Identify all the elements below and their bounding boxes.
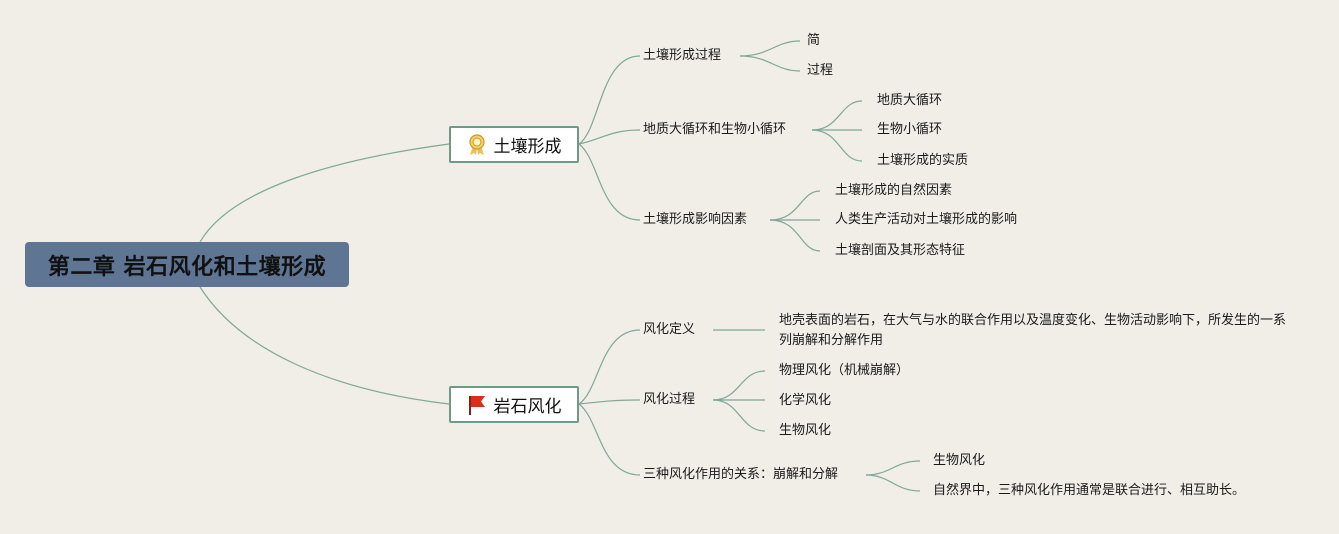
leaf-item[interactable]: 生物风化 [779,423,832,438]
topic-weathering-process[interactable]: 风化过程 [643,392,696,407]
topic-weathering-relation[interactable]: 三种风化作用的关系：崩解和分解 [643,467,839,482]
connector-rock-t1 [578,329,641,405]
connector-rock-t2 [578,399,641,405]
red-flag-icon [467,394,487,416]
root-label: 第二章 岩石风化和土壤形成 [47,254,327,280]
connector-soil-t3 [578,143,641,221]
topic-soil-factors[interactable]: 土壤形成影响因素 [643,212,748,227]
leaf-item[interactable]: 物理风化（机械崩解） [779,363,910,378]
branch-soil-formation[interactable]: 土壤形成 [449,126,579,163]
leaf-item[interactable]: 地壳表面的岩石，在大气与水的联合作用以及温度变化、生物活动影响下，所发生的一系列… [779,313,1287,348]
branch-rock-weathering[interactable]: 岩石风化 [449,386,579,423]
topic-weathering-definition[interactable]: 风化定义 [643,322,696,337]
award-ribbon-icon [467,133,487,156]
leaf-item[interactable]: 土壤剖面及其形态特征 [835,243,966,258]
branch-soil-formation-label: 土壤形成 [493,137,562,157]
leaf-item[interactable]: 土壤形成的实质 [877,153,969,168]
connector-rock-t3 [578,403,641,476]
branch-rock-weathering-label: 岩石风化 [493,397,562,417]
connector-root-soil [199,143,450,243]
topic-soil-process[interactable]: 土壤形成过程 [643,48,722,63]
leaf-item[interactable]: 过程 [807,63,834,78]
connector-soil-t1 [578,55,641,145]
leaf-item[interactable]: 人类生产活动对土壤形成的影响 [835,212,1018,227]
leaf-item[interactable]: 生物风化 [933,453,986,468]
connector-root-rock [199,286,450,405]
leaf-item[interactable]: 化学风化 [779,393,832,408]
leaf-item[interactable]: 简 [807,33,821,48]
root-node[interactable]: 第二章 岩石风化和土壤形成 [25,242,349,287]
leaf-item[interactable]: 自然界中，三种风化作用通常是联合进行、相互助长。 [933,483,1246,498]
leaf-item[interactable]: 土壤形成的自然因素 [835,183,953,198]
connector-soil-t2 [578,129,641,145]
leaf-item[interactable]: 地质大循环 [877,93,943,108]
topic-cycles[interactable]: 地质大循环和生物小循环 [643,122,787,137]
leaf-item[interactable]: 生物小循环 [877,122,943,137]
